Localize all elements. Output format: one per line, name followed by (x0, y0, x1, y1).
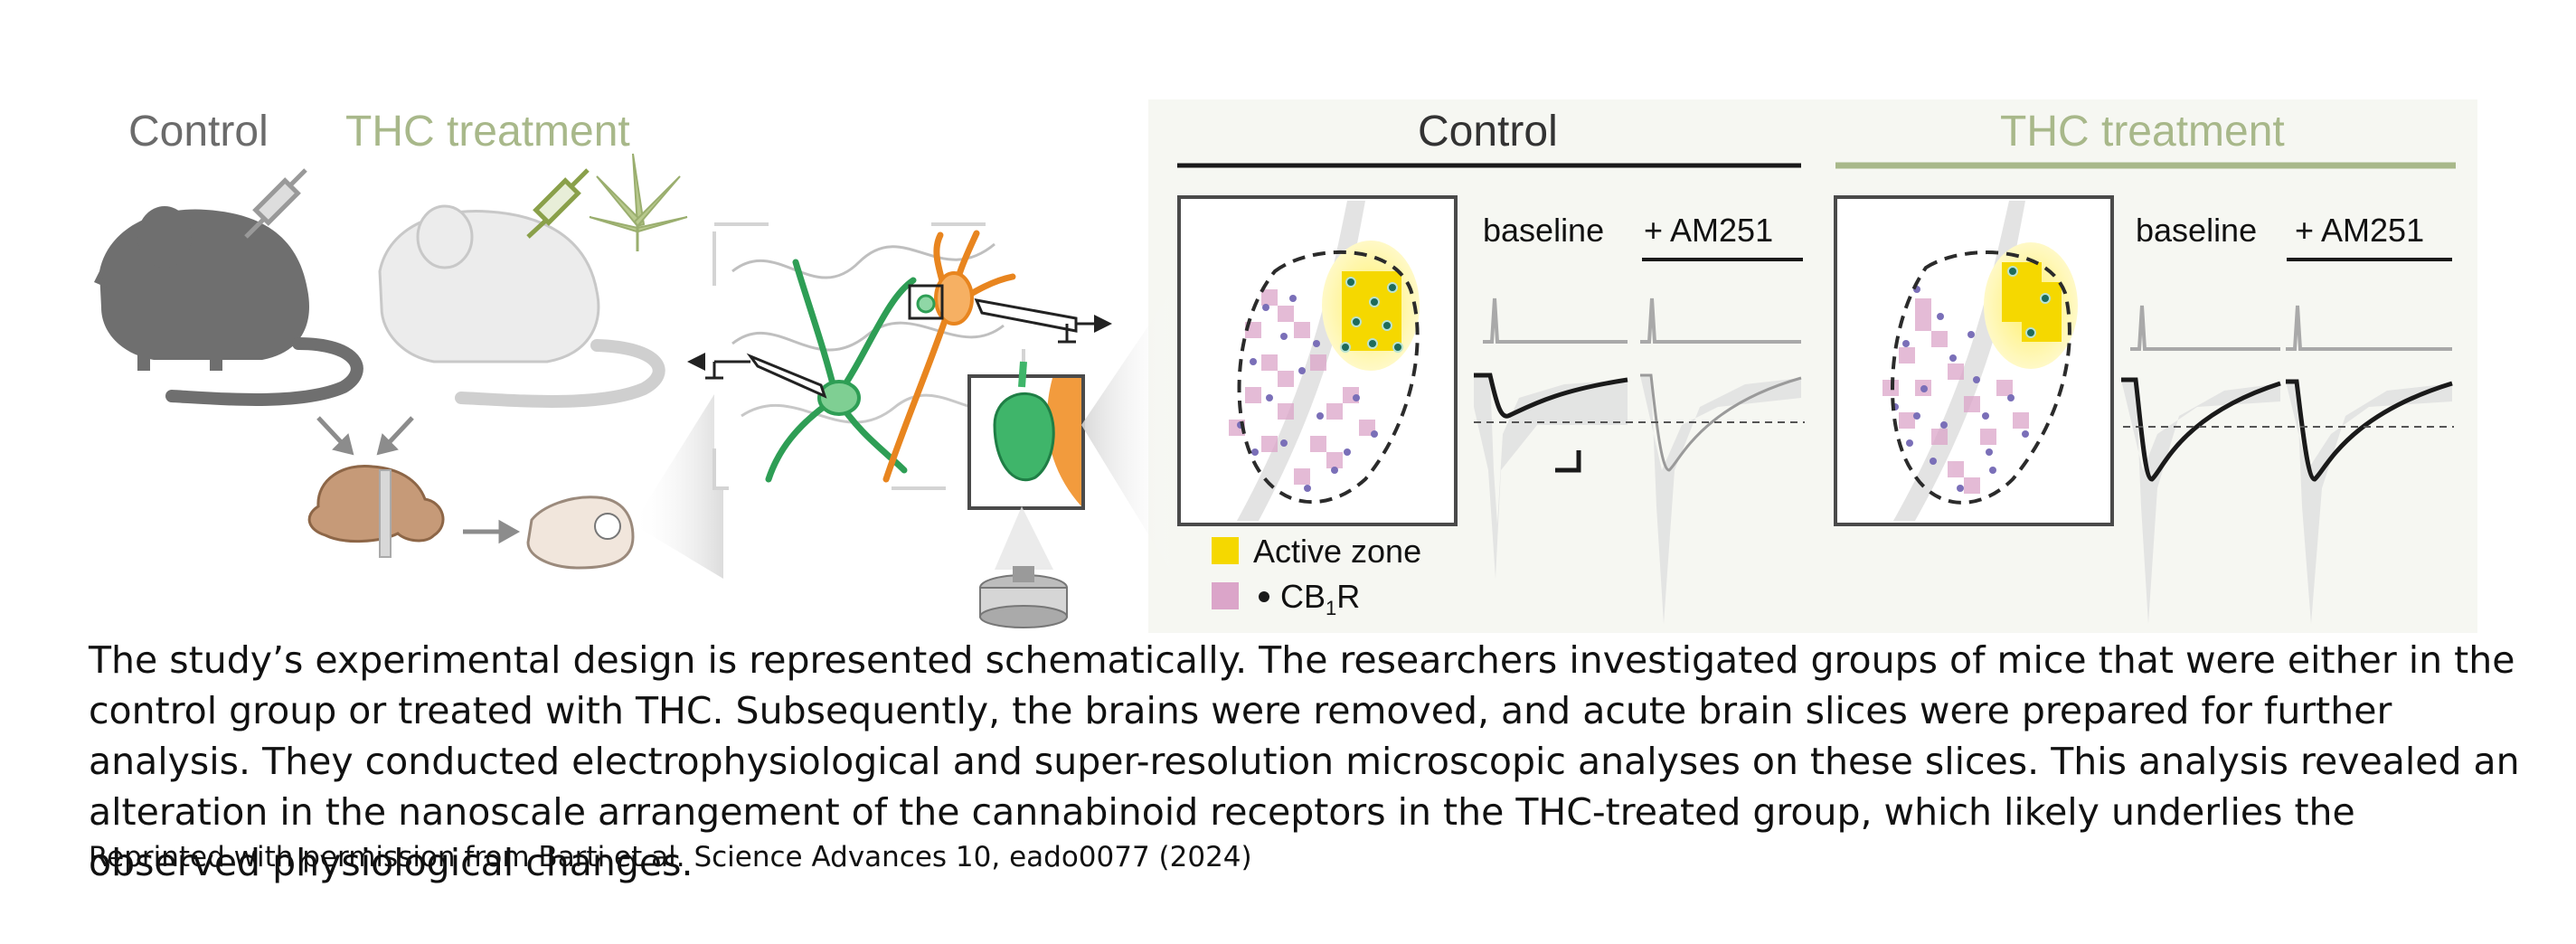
legend-yellow-swatch (1212, 537, 1239, 564)
magnification-cone-right (1081, 286, 1175, 579)
control-baseline-label: baseline (1483, 212, 1605, 249)
header-thc: THC treatment (2000, 108, 2285, 156)
legend-cb1r-sub: 1 (1326, 597, 1337, 620)
header-control: Control (1418, 108, 1558, 156)
control-am251-label: + AM251 (1644, 212, 1774, 249)
thc-am251-traces (2286, 305, 2453, 624)
figure-credit: Reprinted with permission from Barti et … (89, 841, 1252, 873)
legend-pink-swatch (1212, 582, 1239, 609)
control-am251-traces (1640, 297, 1802, 624)
legend-active-zone: Active zone (1253, 533, 1422, 570)
cannabis-leaf-icon (589, 153, 688, 251)
thc-am251-label: + AM251 (2295, 212, 2425, 249)
thc-storm-panel (1834, 195, 2114, 526)
figure-caption: The study’s experimental design is repre… (89, 638, 2520, 884)
microscope-icon (979, 506, 1068, 628)
thc-mouse (378, 204, 665, 408)
thc-baseline-label: baseline (2136, 212, 2258, 249)
scale-bar (1555, 450, 1581, 473)
legend-cb1r-tail: R (1336, 578, 1361, 615)
control-mouse (94, 206, 363, 406)
brain-icon (307, 464, 445, 558)
arrow-to-slice (463, 519, 521, 544)
legend-cb1r: CB1R (1280, 578, 1360, 620)
synapse-inset (967, 361, 1085, 510)
magnification-cone-left (633, 380, 723, 579)
syringe-icon (244, 168, 307, 239)
control-baseline-traces (1474, 297, 1628, 579)
left-label-control: Control (128, 108, 269, 156)
control-storm-panel (1177, 195, 1458, 526)
thc-baseline-traces (2121, 305, 2281, 624)
left-label-thc: THC treatment (345, 108, 630, 156)
legend-dot-icon (1259, 591, 1269, 602)
syringe-green-icon (526, 168, 590, 239)
legend-cb1r-main: CB (1280, 578, 1326, 615)
arrows-to-brain (316, 416, 414, 456)
brain-slice-icon (526, 496, 635, 570)
